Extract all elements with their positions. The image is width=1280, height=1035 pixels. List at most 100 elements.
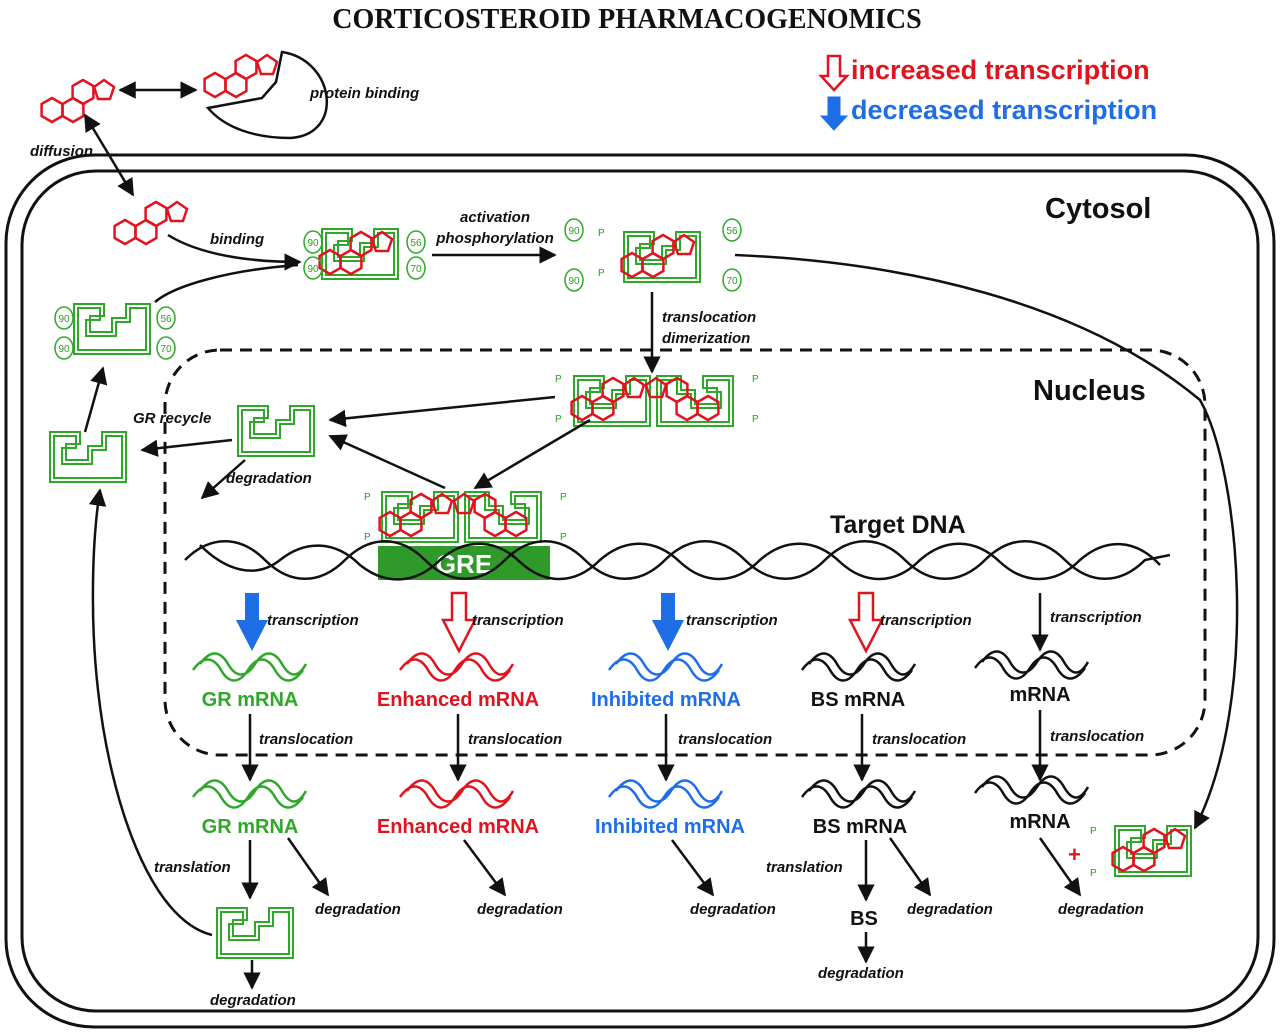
label-binding: binding bbox=[210, 231, 264, 248]
svg-text:P: P bbox=[560, 492, 567, 503]
svg-text:P: P bbox=[598, 268, 605, 279]
label-protein-binding: protein binding bbox=[309, 85, 419, 102]
bs-protein: BS bbox=[850, 908, 878, 930]
plasma-protein bbox=[203, 50, 328, 140]
label-transcription-inhibited: transcription bbox=[686, 612, 778, 629]
label-degradation-gr-nuclear: degradation bbox=[226, 470, 312, 487]
label-degradation-gr-protein: degradation bbox=[210, 992, 296, 1009]
bs-mrna-nuclear-icon bbox=[800, 652, 917, 682]
label-translation-gr: translation bbox=[154, 859, 231, 876]
cytosol-label: Cytosol bbox=[1045, 193, 1151, 225]
enhanced-mrna-cytosol-icon bbox=[398, 779, 515, 809]
label-transcription-other: transcription bbox=[1050, 609, 1142, 626]
bs-mrna-cytosol-icon bbox=[800, 779, 917, 809]
nucleus-label: Nucleus bbox=[1033, 375, 1146, 407]
target-dna-label: Target DNA bbox=[830, 511, 966, 539]
label-translocation-1: translocation bbox=[662, 309, 756, 326]
decreased-arrow-icon bbox=[819, 96, 849, 131]
recycled-gr bbox=[49, 431, 127, 483]
enhanced-mrna-nuclear-icon bbox=[398, 652, 515, 682]
label-degradation-gr-mrna: degradation bbox=[315, 901, 401, 918]
label-translation-bs: translation bbox=[766, 859, 843, 876]
plus-sign: + bbox=[1068, 842, 1081, 867]
nucleus-boundary bbox=[163, 348, 1207, 757]
label-translocation-enhanced: translocation bbox=[468, 731, 562, 748]
free-gr-nuclear bbox=[237, 405, 315, 457]
svg-text:90: 90 bbox=[307, 264, 319, 275]
unliganded-gr-hsp: 90 90 56 70 bbox=[54, 303, 176, 360]
label-phosphorylation: phosphorylation bbox=[435, 230, 554, 247]
label-dimerization: dimerization bbox=[662, 330, 750, 347]
diagram-title: CORTICOSTEROID PHARMACOGENOMICS bbox=[332, 4, 921, 35]
label-gr-recycle: GR recycle bbox=[133, 410, 211, 427]
label-degradation-enhanced: degradation bbox=[477, 901, 563, 918]
other-mrna-nuclear: mRNA bbox=[1009, 684, 1070, 706]
cell-membrane-inner bbox=[20, 169, 1260, 1013]
cell-membrane-outer bbox=[4, 153, 1276, 1029]
inhibited-mrna-nuclear: Inhibited mRNA bbox=[591, 689, 741, 711]
label-transcription-gr: transcription bbox=[267, 612, 359, 629]
other-mrna-nuclear-icon bbox=[973, 650, 1090, 680]
dna-strand-1 bbox=[184, 540, 1171, 580]
svg-text:P: P bbox=[560, 532, 567, 543]
transcription-arrow-bs bbox=[847, 591, 885, 654]
increased-arrow-icon bbox=[818, 54, 850, 92]
inhibited-mrna-cytosol-icon bbox=[607, 779, 724, 809]
label-transcription-bs: transcription bbox=[880, 612, 972, 629]
cytosolic-steroid bbox=[113, 200, 189, 246]
svg-text:70: 70 bbox=[410, 264, 422, 275]
label-diffusion: diffusion bbox=[30, 143, 93, 160]
bs-mrna-nuclear: BS mRNA bbox=[811, 689, 905, 711]
svg-text:P: P bbox=[364, 492, 371, 503]
svg-text:56: 56 bbox=[410, 238, 422, 249]
svg-text:P: P bbox=[1090, 868, 1097, 879]
svg-text:P: P bbox=[555, 414, 562, 425]
gr-mrna-nuclear-icon bbox=[191, 652, 308, 682]
svg-text:P: P bbox=[1090, 826, 1097, 837]
svg-text:90: 90 bbox=[58, 314, 70, 325]
gr-dimer-bound: P P P P bbox=[364, 491, 567, 543]
inhibited-mrna-nuclear-icon bbox=[607, 652, 724, 682]
new-gr-protein bbox=[216, 907, 294, 959]
label-degradation-inhibited: degradation bbox=[690, 901, 776, 918]
bs-mrna-cytosol: BS mRNA bbox=[813, 816, 907, 838]
label-transcription-enhanced: transcription bbox=[472, 612, 564, 629]
other-mrna-cytosol: mRNA bbox=[1009, 811, 1070, 833]
label-translocation-inhibited: translocation bbox=[678, 731, 772, 748]
enhanced-mrna-nuclear: Enhanced mRNA bbox=[377, 689, 539, 711]
enhanced-mrna-cytosol: Enhanced mRNA bbox=[377, 816, 539, 838]
svg-text:P: P bbox=[598, 228, 605, 239]
label-degradation-bs-mrna: degradation bbox=[907, 901, 993, 918]
svg-text:90: 90 bbox=[58, 344, 70, 355]
label-degradation-bs-protein: degradation bbox=[818, 965, 904, 982]
svg-text:90: 90 bbox=[568, 276, 580, 287]
dna-strand-2 bbox=[199, 542, 1161, 581]
label-activation: activation bbox=[460, 209, 530, 226]
svg-text:56: 56 bbox=[726, 226, 738, 237]
transcription-arrow-inhibited bbox=[652, 593, 684, 651]
transcription-arrow-gr bbox=[236, 593, 268, 651]
gr-dimer-nuclear: P P P P bbox=[555, 374, 759, 427]
legend: increased transcription decreased transc… bbox=[818, 54, 1157, 131]
label-translocation-other: translocation bbox=[1050, 728, 1144, 745]
svg-text:P: P bbox=[364, 532, 371, 543]
legend-decreased: decreased transcription bbox=[851, 95, 1157, 125]
transcription-arrow-enhanced bbox=[440, 591, 478, 654]
svg-text:70: 70 bbox=[726, 276, 738, 287]
other-mrna-cytosol-icon bbox=[973, 775, 1090, 805]
label-translocation-gr: translocation bbox=[259, 731, 353, 748]
svg-text:P: P bbox=[752, 374, 759, 385]
svg-text:56: 56 bbox=[160, 314, 172, 325]
label-translocation-bs: translocation bbox=[872, 731, 966, 748]
label-degradation-other: degradation bbox=[1058, 901, 1144, 918]
free-steroid bbox=[40, 78, 116, 124]
legend-increased: increased transcription bbox=[851, 55, 1150, 85]
activated-gr: 90 90 56 70 P P bbox=[564, 218, 742, 292]
svg-text:90: 90 bbox=[568, 226, 580, 237]
svg-text:70: 70 bbox=[160, 344, 172, 355]
gr-hsp-complex: 90 90 56 70 bbox=[303, 228, 426, 280]
inhibited-mrna-cytosol: Inhibited mRNA bbox=[595, 816, 745, 838]
cytosolic-gr-complex: P P bbox=[1090, 825, 1192, 879]
gr-mrna-nuclear: GR mRNA bbox=[202, 689, 299, 711]
